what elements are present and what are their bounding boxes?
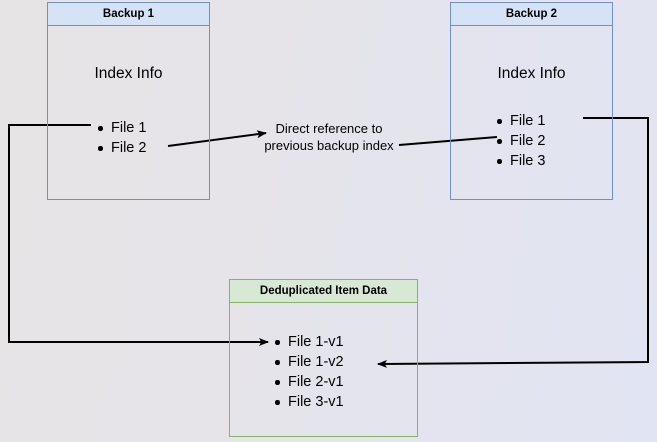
list-item: File 1-v1 [274,332,344,352]
annotation-line-2: previous backup index [264,137,394,153]
box-dedup-header: Deduplicated Item Data [230,280,417,303]
list-item: File 2-v1 [274,372,344,392]
connector-backup2-to-dedup [377,117,649,368]
list-item: File 3 [496,151,545,171]
index-info-label-backup-1: Index Info [94,65,163,82]
connector-backup2-to-label [398,136,498,146]
annotation-direct-reference: Direct reference to previous backup inde… [249,121,409,154]
list-item: File 1 [496,111,545,131]
list-item: File 1 [97,118,146,138]
box-backup-2-header: Backup 2 [451,3,612,26]
list-item: File 2 [496,131,545,151]
box-deduplicated-item-data: Deduplicated Item Data File 1-v1 File 1-… [229,279,418,437]
box-dedup-body: File 1-v1 File 1-v2 File 2-v1 File 3-v1 [230,303,417,436]
file-list-dedup: File 1-v1 File 1-v2 File 2-v1 File 3-v1 [274,332,344,412]
box-backup-2: Backup 2 Index Info File 1 File 2 File 3 [450,2,613,200]
box-backup-2-body: Index Info File 1 File 2 File 3 [451,26,612,199]
list-item: File 3-v1 [274,392,344,412]
box-backup-1: Backup 1 Index Info File 1 File 2 [47,2,210,200]
index-info-label-backup-2: Index Info [497,65,566,82]
file-list-backup-1: File 1 File 2 [97,118,146,158]
connector-backup1-to-dedup [8,124,269,346]
list-item: File 1-v2 [274,352,344,372]
list-item: File 2 [97,138,146,158]
annotation-line-1: Direct reference to [275,121,383,136]
file-list-backup-2: File 1 File 2 File 3 [496,111,545,171]
box-backup-1-body: Index Info File 1 File 2 [48,26,209,199]
box-backup-1-header: Backup 1 [48,3,209,26]
connector-label-to-backup1 [167,130,267,147]
